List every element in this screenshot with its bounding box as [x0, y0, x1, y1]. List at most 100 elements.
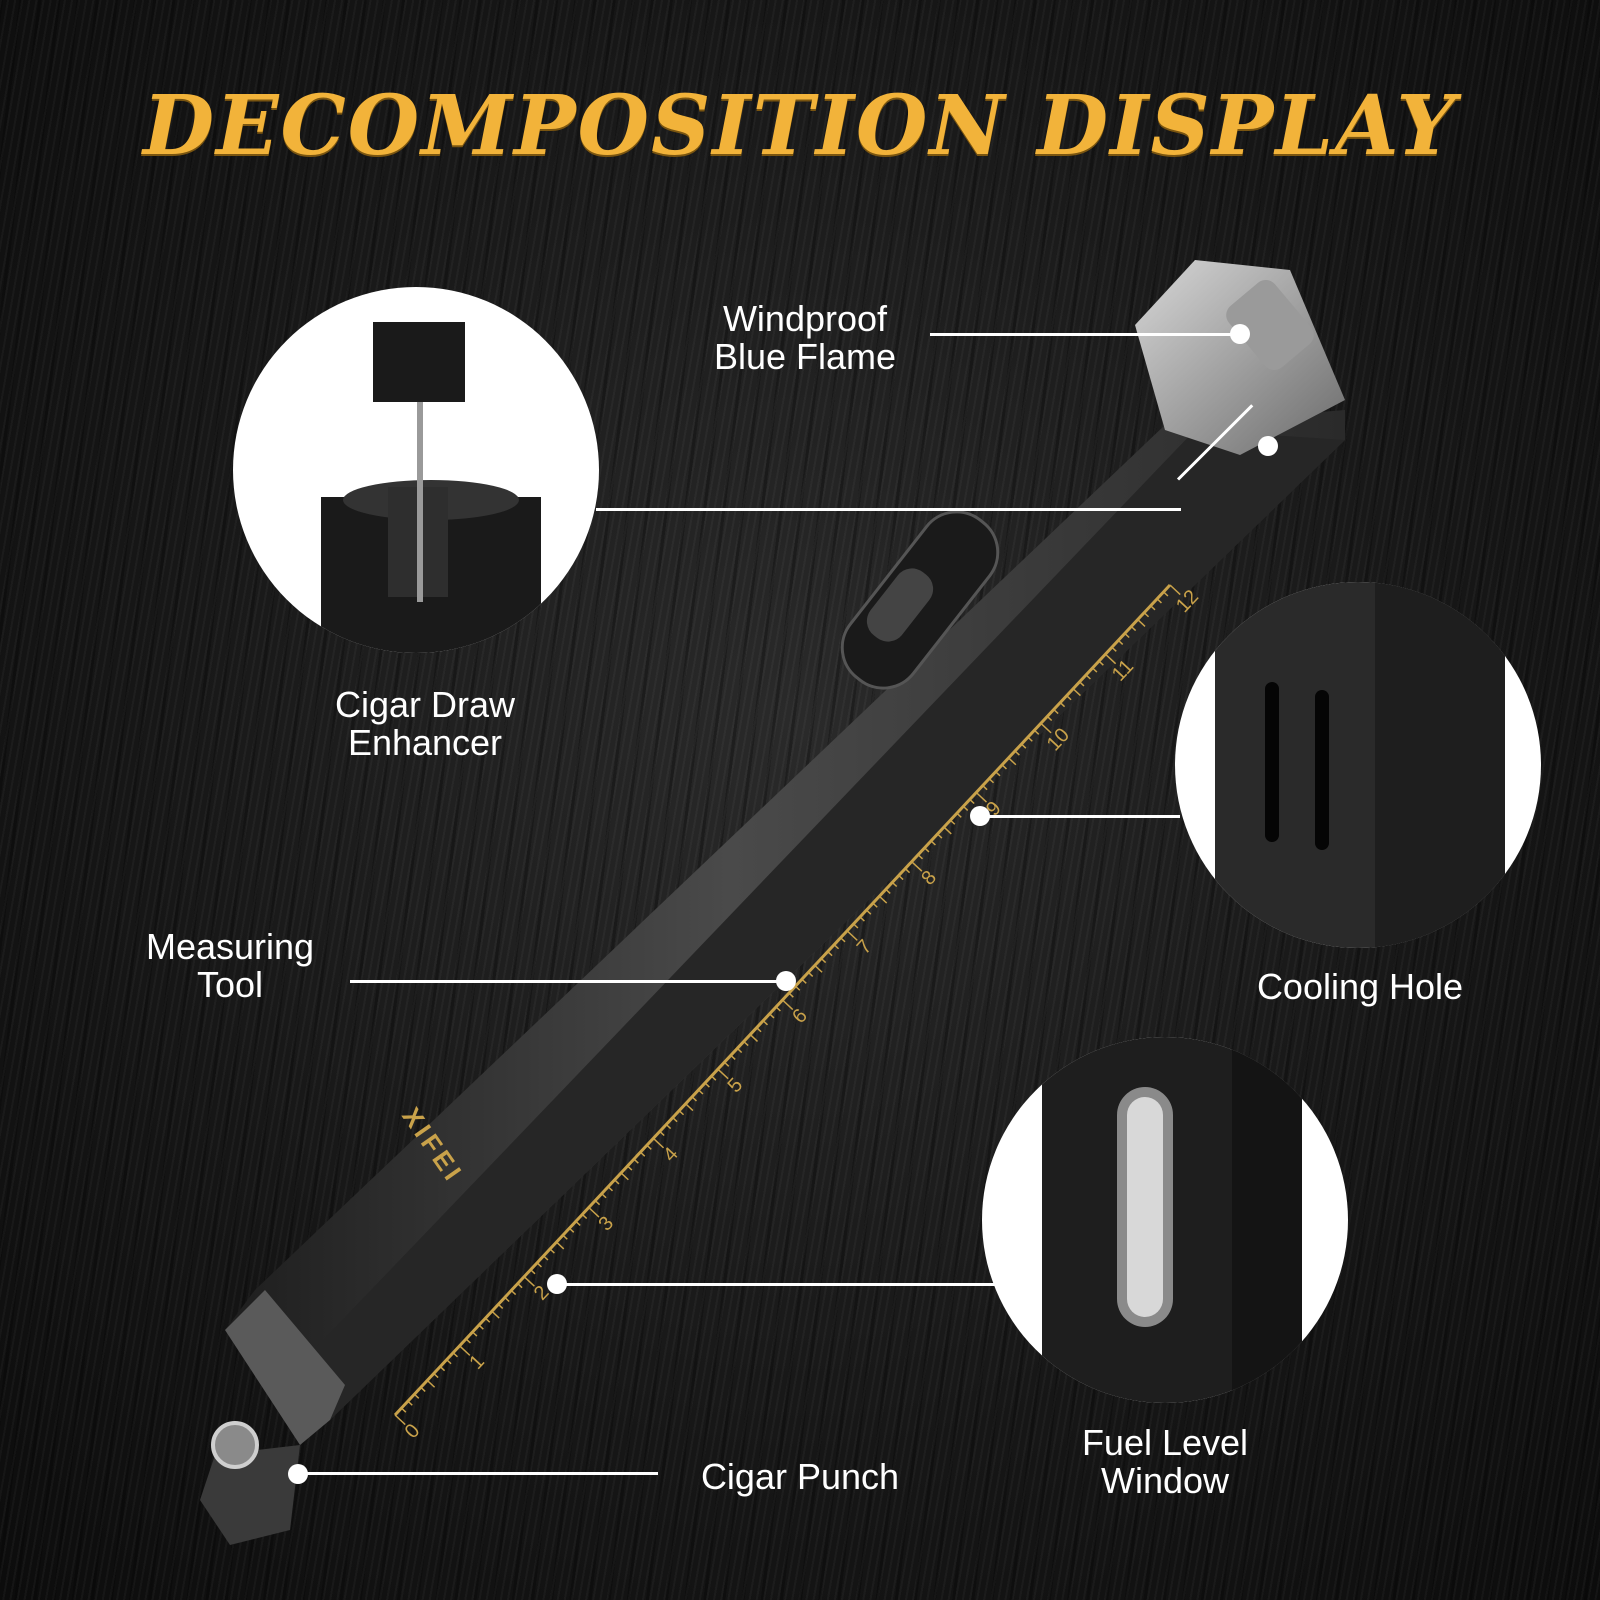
ruler-tick [407, 1400, 413, 1406]
ruler-tick [801, 978, 807, 984]
ruler-tick [1111, 646, 1117, 652]
ruler-tick [420, 1386, 426, 1392]
nozzle [1226, 279, 1314, 371]
ruler-tick [1066, 695, 1072, 701]
ruler-tick [639, 1151, 646, 1157]
ruler-tick [614, 1179, 620, 1185]
ruler-tick [820, 957, 827, 964]
ruler-tick [1040, 722, 1052, 734]
draw-enhancer-detail [233, 287, 599, 653]
ruler-tick [956, 812, 962, 818]
ruler-tick [452, 1352, 459, 1358]
ruler-tick [484, 1317, 491, 1323]
ruler-tick [471, 1331, 478, 1337]
ruler-tick [936, 833, 943, 839]
ruler-tick [924, 847, 930, 853]
ruler-tick [859, 916, 865, 922]
ruler-tick [865, 909, 872, 915]
ruler-tick [607, 1186, 614, 1192]
ruler-tick [426, 1379, 436, 1388]
ruler-tick [736, 1047, 743, 1054]
ruler-tick [594, 1200, 601, 1206]
ruler-tick [872, 902, 878, 908]
ruler-tick [1020, 743, 1027, 749]
ruler-tick [562, 1234, 568, 1240]
ruler-tick [588, 1206, 600, 1218]
ruler-tick [1033, 729, 1040, 735]
ruler-tick [885, 888, 891, 894]
ruler-tick [394, 1414, 406, 1426]
ruler-tick [1143, 612, 1150, 618]
dot-draw-enhancer [1258, 436, 1278, 456]
ruler-tick [814, 964, 823, 973]
ruler-tick [691, 1096, 697, 1102]
label-fuel-window: Fuel Level Window [1081, 1422, 1249, 1501]
ruler-tick [891, 881, 898, 888]
ruler-tick [1008, 757, 1017, 766]
ruler-tick [413, 1393, 420, 1399]
ruler-tick [478, 1324, 484, 1330]
ruler-tick [1091, 667, 1098, 673]
dot-cooling-hole [970, 806, 990, 826]
ruler-tick [995, 771, 1001, 777]
ruler-number: 8 [917, 866, 941, 889]
ruler-tick [465, 1338, 471, 1344]
ruler-tick [601, 1193, 607, 1199]
page-title: DECOMPOSITION DISPLAY [142, 78, 1458, 174]
ruler-tick [1104, 653, 1117, 665]
ruler-tick [917, 854, 924, 860]
ruler-number: 0 [401, 1420, 425, 1443]
ruler-tick [710, 1075, 717, 1081]
ruler-tick [730, 1054, 736, 1060]
ruler-tick [756, 1027, 762, 1033]
ruler-tick [568, 1227, 575, 1233]
ruler-tick [646, 1144, 652, 1150]
ruler-tick [904, 868, 911, 874]
ruler-tick [723, 1061, 730, 1067]
ruler-tick [1163, 591, 1169, 597]
ruler-tick [717, 1068, 729, 1080]
ruler-tick [704, 1082, 710, 1088]
ruler-tick [633, 1158, 639, 1164]
ruler-tick [807, 971, 814, 977]
cooling-hole-detail [1175, 582, 1541, 948]
ruler-tick [943, 826, 952, 835]
ruler-tick [962, 805, 969, 811]
ruler-tick [1124, 632, 1130, 639]
ruler-tick [788, 992, 794, 998]
ruler-tick [400, 1407, 407, 1413]
ruler-tick [840, 937, 846, 943]
dot-measuring-tool [776, 971, 796, 991]
ruler-tick [1014, 750, 1020, 756]
ruler-tick [898, 874, 904, 881]
ruler-tick [1027, 736, 1033, 742]
ruler-number: 7 [853, 936, 877, 959]
ruler-tick [517, 1283, 523, 1289]
ruler-tick [433, 1372, 439, 1379]
ruler-tick [1001, 764, 1007, 770]
ruler-tick [975, 791, 987, 803]
ruler-tick [878, 895, 888, 904]
ruler-tick [581, 1213, 588, 1220]
ruler-tick [698, 1089, 704, 1095]
line-cigar-punch [298, 1472, 658, 1475]
ruler-tick [988, 778, 995, 784]
ruler-tick [749, 1034, 759, 1042]
ruler-tick [775, 1006, 781, 1012]
ruler-tick [620, 1172, 629, 1181]
label-draw-enhancer: Cigar Draw Enhancer [334, 684, 516, 763]
ruler-tick [504, 1296, 510, 1303]
ruler-number: 1 [465, 1351, 489, 1374]
ruler-tick [1169, 584, 1181, 596]
ruler-tick [833, 944, 840, 950]
ruler-tick [497, 1303, 504, 1309]
ruler-tick [1053, 708, 1059, 715]
ruler-tick [659, 1130, 665, 1137]
label-cooling-hole: Cooling Hole [1256, 966, 1464, 1007]
ruler-tick [678, 1110, 685, 1116]
ruler-tick [769, 1013, 775, 1019]
ruler-number: 3 [594, 1212, 618, 1235]
ruler-tick [846, 930, 858, 941]
ruler-tick [549, 1248, 555, 1254]
